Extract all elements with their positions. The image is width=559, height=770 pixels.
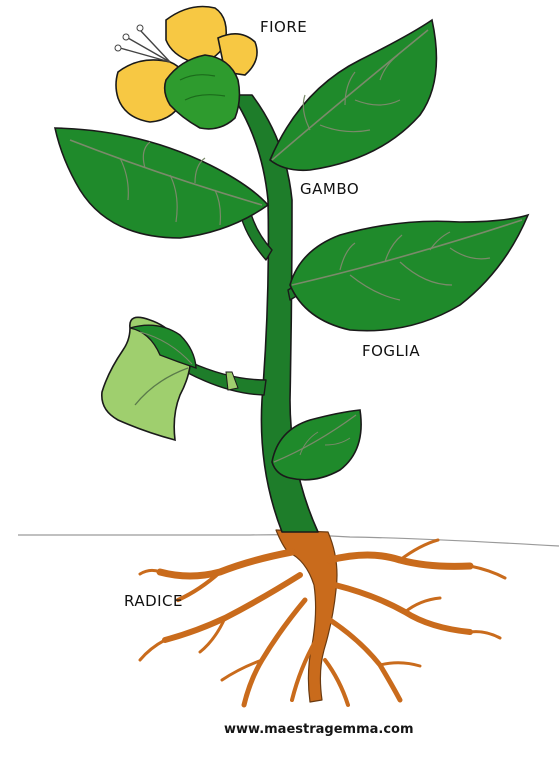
leaf-upper-left bbox=[55, 128, 268, 238]
label-flower: FIORE bbox=[260, 18, 307, 36]
label-root: RADICE bbox=[124, 592, 183, 610]
leaf-middle-right bbox=[290, 215, 528, 331]
label-leaf: FOGLIA bbox=[362, 342, 420, 360]
label-stem: GAMBO bbox=[300, 180, 359, 198]
flower bbox=[115, 7, 257, 129]
leaf-upper-right bbox=[270, 20, 436, 170]
site-credit: www.maestragemma.com bbox=[224, 722, 414, 737]
